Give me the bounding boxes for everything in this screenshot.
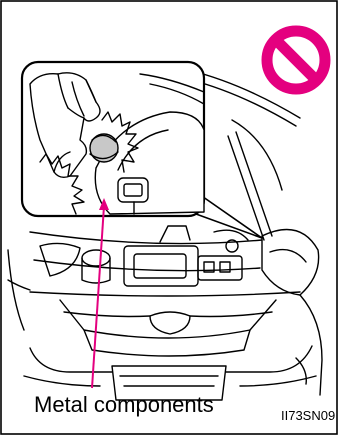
callout-label: Metal components: [34, 392, 214, 418]
figure-code: II73SN098: [281, 408, 335, 423]
